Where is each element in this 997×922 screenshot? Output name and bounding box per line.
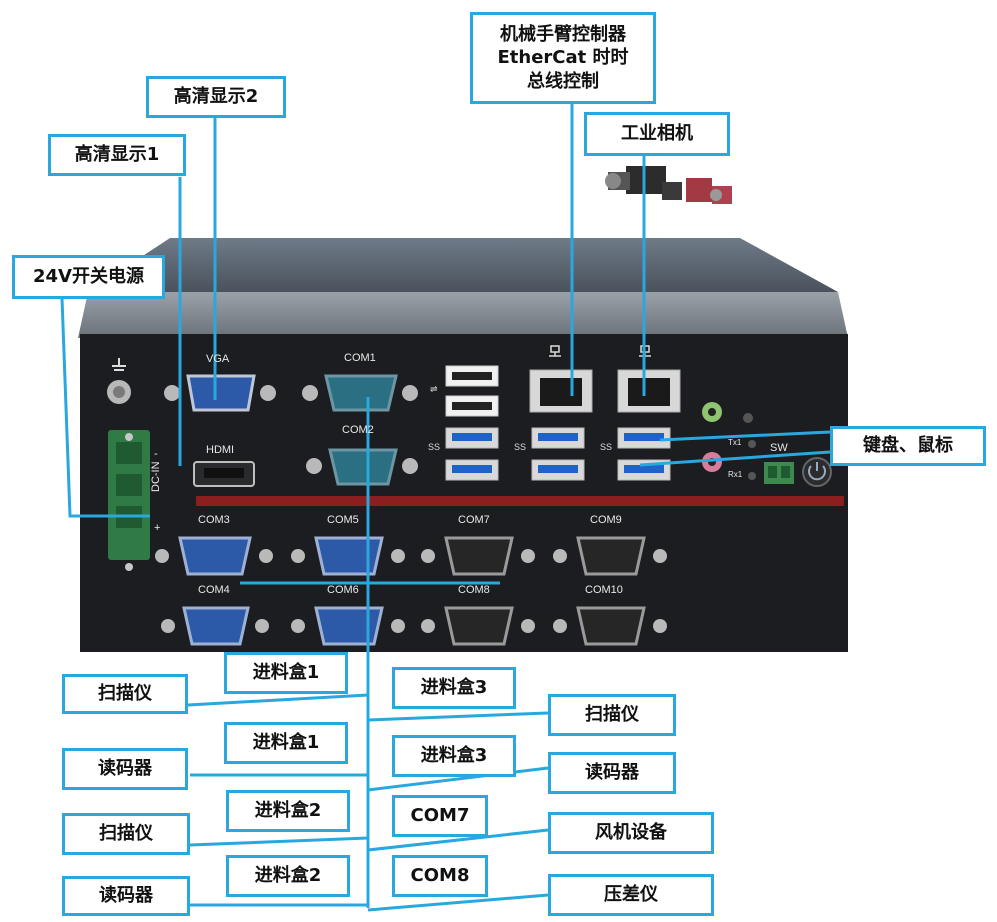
com4-port xyxy=(161,606,269,646)
camera-image xyxy=(605,166,732,204)
label-midleft-2: 进料盒1 xyxy=(224,722,348,764)
dc-in-plus: + xyxy=(154,522,161,534)
label-left-4: 读码器 xyxy=(62,876,190,916)
vga-port xyxy=(164,374,276,412)
com10-label: COM10 xyxy=(585,584,623,596)
power-button-icon xyxy=(802,457,832,487)
usb-ports xyxy=(445,365,671,481)
hdmi-label: HDMI xyxy=(206,444,235,456)
dc-in-minus: - xyxy=(154,448,158,460)
com2-port xyxy=(306,448,418,486)
label-left-1: 扫描仪 xyxy=(62,674,188,714)
lan-port-2 xyxy=(617,369,681,413)
label-midright-1: 进料盒3 xyxy=(392,667,516,709)
com7-label: COM7 xyxy=(458,514,490,526)
label-right-2: 读码器 xyxy=(548,752,676,794)
com4-label: COM4 xyxy=(198,584,230,596)
dc-in-terminal xyxy=(108,430,150,571)
sw-label: SW xyxy=(770,442,788,454)
sw-terminal xyxy=(764,462,794,484)
label-right-1: 扫描仪 xyxy=(548,694,676,736)
label-keyboard-mouse: 键盘、鼠标 xyxy=(830,426,986,466)
connector-lines xyxy=(60,104,831,912)
com5-port xyxy=(291,536,405,576)
com3-port xyxy=(155,536,273,576)
lan-port-1 xyxy=(529,369,593,413)
com5-label: COM5 xyxy=(327,514,359,526)
com7-port xyxy=(421,536,535,576)
tx-label: Tx1 xyxy=(728,438,742,447)
label-midleft-3: 进料盒2 xyxy=(226,790,350,832)
vga-label: VGA xyxy=(206,353,230,365)
com8-label: COM8 xyxy=(458,584,490,596)
com1-port xyxy=(302,374,418,412)
label-left-3: 扫描仪 xyxy=(62,813,190,855)
label-robot-arm: 机械手臂控制器 EtherCat 时时 总线控制 xyxy=(470,12,656,104)
label-left-2: 读码器 xyxy=(62,748,188,790)
usb-icon: ⇌ SS SS SS xyxy=(428,384,612,452)
com8-port xyxy=(421,606,535,646)
svg-text:SS: SS xyxy=(514,442,526,452)
label-midright-2: 进料盒3 xyxy=(392,735,516,777)
com6-port xyxy=(291,606,405,646)
red-stripe xyxy=(196,496,844,506)
label-midleft-4: 进料盒2 xyxy=(226,855,350,897)
label-right-3: 风机设备 xyxy=(548,812,714,854)
com6-label: COM6 xyxy=(327,584,359,596)
svg-text:SS: SS xyxy=(428,442,440,452)
label-midright-4: COM8 xyxy=(392,855,488,897)
dc-in-label: DC-IN xyxy=(150,461,162,492)
label-midleft-1: 进料盒1 xyxy=(224,652,348,694)
com2-label: COM2 xyxy=(342,424,374,436)
com9-label: COM9 xyxy=(590,514,622,526)
svg-text:SS: SS xyxy=(600,442,612,452)
rx-label: Rx1 xyxy=(728,470,743,479)
com1-label: COM1 xyxy=(344,352,376,364)
hdmi-port xyxy=(193,461,255,487)
audio-jacks xyxy=(702,402,756,480)
label-24v-power: 24V开关电源 xyxy=(12,255,165,299)
label-hd-display-1: 高清显示1 xyxy=(48,134,186,176)
com10-port xyxy=(553,606,667,646)
label-midright-3: COM7 xyxy=(392,795,488,837)
com9-port xyxy=(553,536,667,576)
com3-label: COM3 xyxy=(198,514,230,526)
label-right-4: 压差仪 xyxy=(548,874,714,916)
label-hd-display-2: 高清显示2 xyxy=(146,76,286,118)
label-industrial-camera: 工业相机 xyxy=(584,112,730,156)
ground-icon xyxy=(107,358,131,404)
chassis xyxy=(78,238,848,652)
svg-text:⇌: ⇌ xyxy=(430,384,438,394)
